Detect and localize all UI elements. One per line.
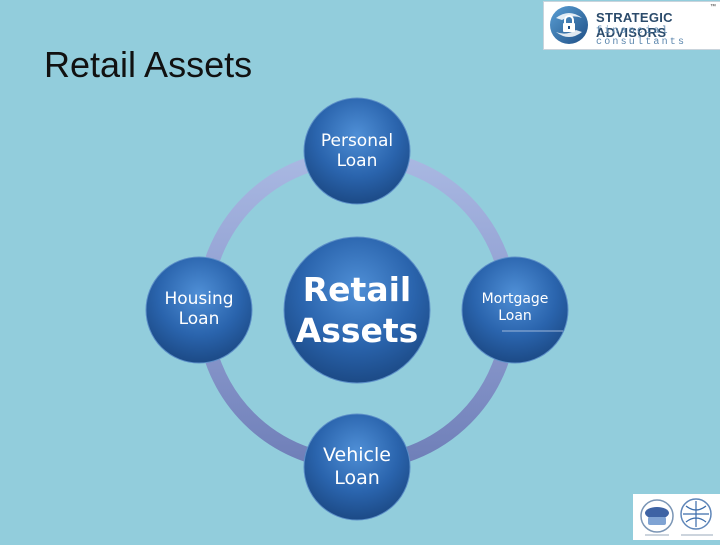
- certification-badges: [633, 494, 720, 540]
- node-mortgage-loan-circle: [461, 256, 569, 364]
- node-vehicle-loan: Vehicle Loan: [307, 442, 407, 492]
- node-personal-loan-line2: Loan: [336, 151, 378, 171]
- node-vehicle-loan-line1: Vehicle: [323, 444, 391, 467]
- center-retail-assets: Retail Assets: [287, 266, 427, 354]
- center-line2: Assets: [295, 311, 419, 350]
- center-line1: Retail: [302, 269, 412, 309]
- logo-trademark: ™: [710, 4, 716, 10]
- node-housing-loan-circle: [145, 256, 253, 364]
- slide-title: Retail Assets: [44, 44, 253, 85]
- logo-emblem-icon: [550, 6, 588, 44]
- node-housing-loan: Housing Loan: [149, 284, 249, 334]
- certification-badge-icon: [640, 498, 713, 536]
- node-mortgage-loan: Mortgage Loan: [465, 288, 565, 328]
- node-mortgage-loan-line2: Loan: [498, 308, 532, 324]
- node-housing-loan-line2: Loan: [178, 309, 220, 329]
- node-personal-loan: Personal Loan: [307, 126, 407, 176]
- node-vehicle-loan-line2: Loan: [334, 467, 380, 489]
- node-mortgage-loan-line1: Mortgage: [481, 291, 549, 308]
- node-personal-loan-circle: [303, 97, 411, 205]
- node-personal-loan-line1: Personal: [320, 130, 394, 151]
- company-logo: STRATEGIC ADVISORS ™ financial consultan…: [543, 1, 720, 50]
- logo-tagline: financial consultants: [596, 26, 687, 48]
- node-vehicle-loan-circle: [303, 413, 411, 521]
- node-housing-loan-line1: Housing: [164, 288, 234, 309]
- logo-name: STRATEGIC ADVISORS: [596, 10, 673, 40]
- center-retail-assets-circle: [283, 236, 431, 384]
